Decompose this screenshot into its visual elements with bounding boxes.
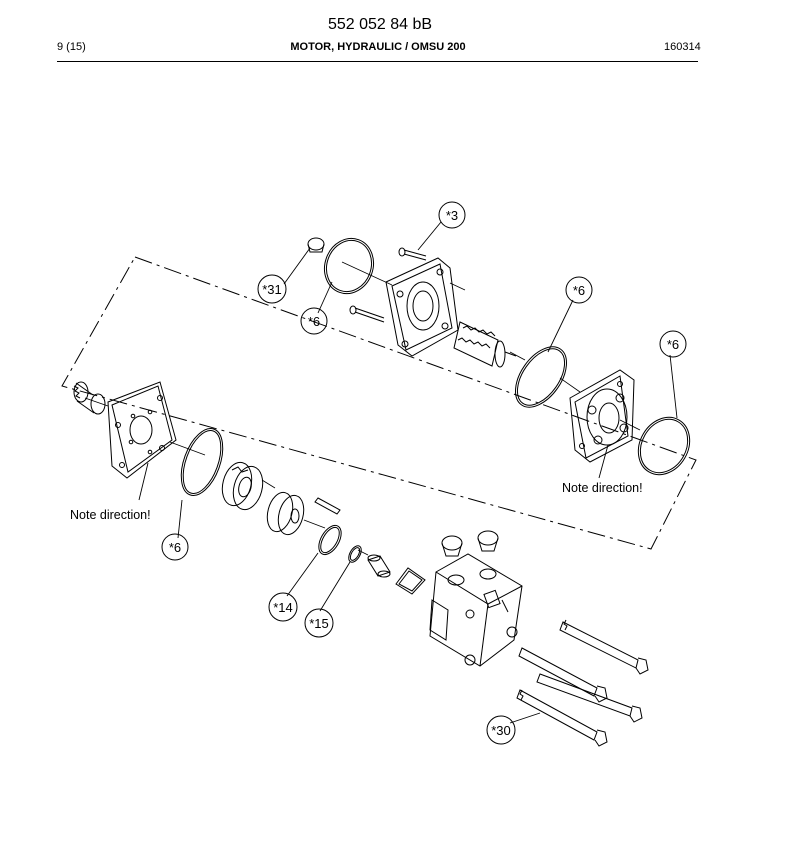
document-title: MOTOR, HYDRAULIC / OMSU 200 bbox=[290, 41, 466, 53]
leader-lines bbox=[138, 221, 678, 724]
screw-lower bbox=[349, 305, 385, 323]
o-ring-upper bbox=[323, 237, 375, 295]
o-ring-mid-right bbox=[515, 346, 567, 408]
callout-15: *15 bbox=[304, 608, 334, 638]
callout-30: *30 bbox=[486, 715, 516, 745]
callout-31: *31 bbox=[257, 274, 287, 304]
o-ring-small-14 bbox=[318, 524, 342, 556]
drive-coupling bbox=[73, 381, 106, 415]
rotor-set bbox=[221, 461, 264, 511]
key-pin bbox=[314, 497, 341, 515]
assembly-boundary bbox=[61, 256, 697, 550]
document-number: 552 052 84 bB bbox=[327, 16, 433, 33]
header-rule bbox=[57, 61, 698, 62]
callout-label: *6 bbox=[667, 337, 679, 352]
check-valve-sleeve bbox=[367, 554, 391, 578]
axis-lines bbox=[84, 261, 641, 556]
callout-3: *3 bbox=[438, 201, 466, 229]
o-ring-far-right bbox=[637, 416, 691, 476]
page-number: 9 (15) bbox=[57, 41, 86, 53]
callout-label: *6 bbox=[573, 283, 585, 298]
gerotor-housing bbox=[569, 369, 635, 463]
distributor-plate bbox=[266, 491, 305, 536]
callout-label: *6 bbox=[169, 540, 181, 555]
document-date: 160314 bbox=[664, 41, 701, 53]
bolt-2 bbox=[518, 647, 608, 703]
plug-ball bbox=[307, 237, 325, 253]
screw-upper bbox=[398, 247, 427, 261]
output-shaft bbox=[453, 321, 517, 368]
callout-label: *6 bbox=[308, 314, 320, 329]
bolt-4 bbox=[516, 689, 608, 747]
callout-6-upper: *6 bbox=[300, 307, 328, 335]
note-direction-left: Note direction! bbox=[70, 508, 151, 522]
callout-label: *31 bbox=[262, 282, 282, 297]
end-cover-plate bbox=[107, 381, 177, 479]
callout-14: *14 bbox=[268, 592, 298, 622]
note-direction-right: Note direction! bbox=[562, 481, 643, 495]
callout-label: *15 bbox=[309, 616, 329, 631]
callout-label: *30 bbox=[491, 723, 511, 738]
callout-label: *14 bbox=[273, 600, 293, 615]
callout-6-far-right: *6 bbox=[659, 330, 687, 358]
bolt-3 bbox=[536, 673, 643, 723]
bolt-1 bbox=[559, 619, 649, 675]
valve-housing bbox=[429, 553, 523, 667]
callout-6-mid-right: *6 bbox=[565, 276, 593, 304]
port-plug-left bbox=[441, 535, 463, 557]
port-plug-right bbox=[477, 530, 499, 552]
square-seal bbox=[395, 567, 426, 595]
bearing-flange bbox=[385, 257, 459, 357]
callout-label: *3 bbox=[446, 208, 458, 223]
callout-6-left: *6 bbox=[161, 533, 189, 561]
o-ring-small-15 bbox=[348, 545, 362, 563]
o-ring-left bbox=[180, 428, 224, 496]
